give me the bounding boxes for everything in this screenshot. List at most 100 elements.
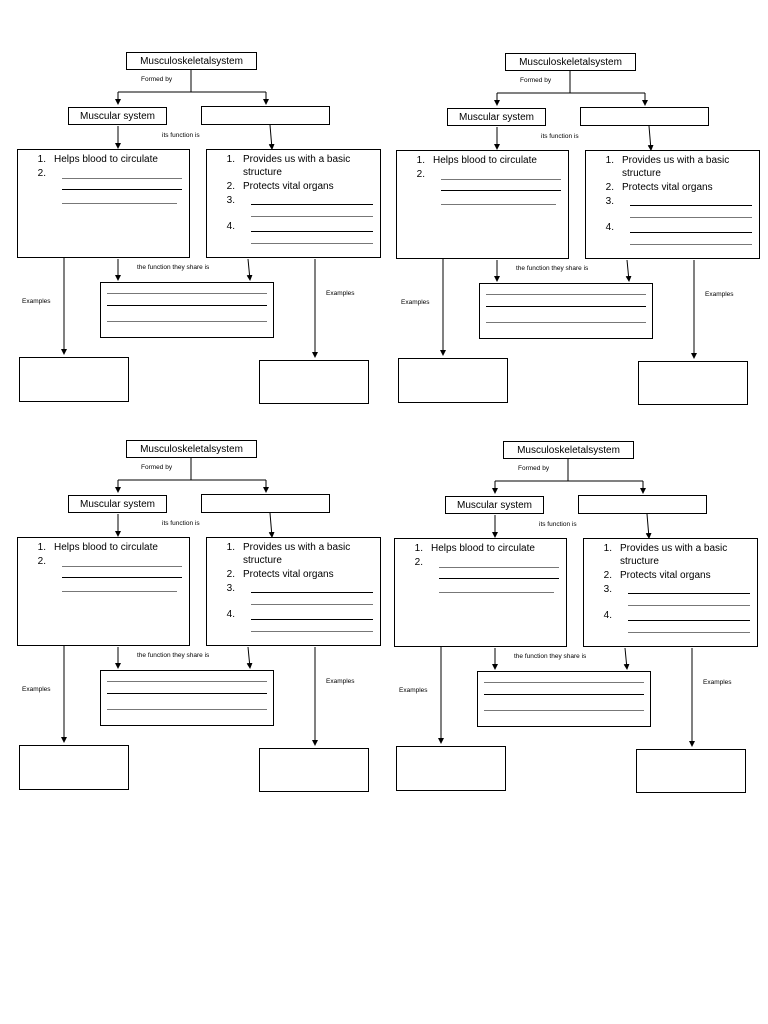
fill-in-line[interactable]	[62, 178, 182, 179]
fill-in-line[interactable]	[251, 631, 373, 632]
item-number: 1.	[226, 542, 235, 553]
item-number: 1.	[37, 542, 46, 553]
muscular-system-box: Muscular system	[68, 107, 167, 125]
fill-in-line[interactable]	[62, 189, 182, 190]
concept-map-4: Musculoskeletalsystem Formed by Muscular…	[377, 389, 761, 793]
second-system-blank-box[interactable]	[578, 495, 707, 514]
examples-label-right: Examples	[326, 290, 355, 297]
muscular-function-box: 1.Helps blood to circulate 2.	[17, 149, 190, 258]
fill-in-line[interactable]	[628, 632, 750, 633]
fill-in-line[interactable]	[484, 682, 644, 683]
fill-in-line[interactable]	[486, 306, 646, 307]
examples-box-left[interactable]	[19, 357, 129, 402]
examples-box-left[interactable]	[396, 746, 506, 791]
fill-in-line[interactable]	[251, 204, 373, 205]
root-box: Musculoskeletalsystem	[503, 441, 634, 459]
muscular-system-label: Muscular system	[79, 498, 155, 510]
examples-box-left[interactable]	[19, 745, 129, 790]
examples-box-right[interactable]	[259, 748, 369, 792]
examples-label-right: Examples	[703, 679, 732, 686]
fill-in-line[interactable]	[484, 710, 644, 711]
fill-in-line[interactable]	[107, 321, 267, 322]
shared-function-label: the function they share is	[514, 653, 587, 660]
examples-box-right[interactable]	[638, 361, 748, 405]
connector-arrows	[440, 71, 697, 359]
fill-in-line[interactable]	[107, 693, 267, 694]
fill-in-line[interactable]	[107, 305, 267, 306]
skeletal-function-3	[622, 195, 759, 208]
item-number: 4.	[603, 610, 612, 621]
fill-in-line[interactable]	[439, 592, 554, 593]
fill-in-line[interactable]	[441, 179, 561, 180]
fill-in-line[interactable]	[251, 592, 373, 593]
formed-by-label: Formed by	[518, 465, 550, 472]
fill-in-line[interactable]	[251, 231, 373, 232]
fill-in-line[interactable]	[484, 694, 644, 695]
fill-in-line[interactable]	[628, 593, 750, 594]
second-system-blank-box[interactable]	[580, 107, 709, 126]
fill-in-line[interactable]	[107, 293, 267, 294]
fill-in-line[interactable]	[486, 322, 646, 323]
examples-label-left: Examples	[401, 299, 430, 306]
second-system-blank-box[interactable]	[201, 106, 330, 125]
item-number: 3.	[226, 583, 235, 594]
skeletal-function-box: 1.Provides us with a basic structure 2.P…	[206, 149, 381, 258]
concept-map-1: Musculoskeletalsystem Formed by Muscular…	[0, 0, 384, 404]
item-number: 4.	[226, 609, 235, 620]
fill-in-line[interactable]	[62, 566, 182, 567]
skeletal-function-1: Provides us with a basic structure	[620, 543, 728, 567]
fill-in-line[interactable]	[251, 243, 373, 244]
item-number: 3.	[605, 196, 614, 207]
examples-label-right: Examples	[705, 291, 734, 298]
fill-in-line[interactable]	[251, 604, 373, 605]
second-system-blank-box[interactable]	[201, 494, 330, 513]
fill-in-line[interactable]	[62, 591, 177, 592]
fill-in-line[interactable]	[630, 217, 752, 218]
skeletal-function-2: Protects vital organs	[243, 569, 334, 580]
shared-function-box	[479, 283, 653, 339]
shared-function-label: the function they share is	[516, 265, 589, 272]
fill-in-line[interactable]	[628, 605, 750, 606]
root-box: Musculoskeletalsystem	[505, 53, 636, 71]
fill-in-line[interactable]	[628, 620, 750, 621]
fill-in-line[interactable]	[486, 294, 646, 295]
item-number: 2.	[37, 168, 46, 179]
fill-in-line[interactable]	[630, 232, 752, 233]
root-label: Musculoskeletalsystem	[140, 443, 243, 455]
examples-box-right[interactable]	[636, 749, 746, 793]
item-number: 2.	[416, 169, 425, 180]
fill-in-line[interactable]	[107, 709, 267, 710]
examples-label-right: Examples	[326, 678, 355, 685]
root-label: Musculoskeletalsystem	[140, 55, 243, 67]
examples-label-left: Examples	[399, 687, 428, 694]
fill-in-line[interactable]	[62, 203, 177, 204]
examples-box-left[interactable]	[398, 358, 508, 403]
item-number: 4.	[226, 221, 235, 232]
fill-in-line[interactable]	[441, 204, 556, 205]
its-function-label: its function is	[162, 132, 200, 139]
fill-in-line[interactable]	[62, 577, 182, 578]
shared-function-box	[100, 282, 274, 338]
fill-in-line[interactable]	[439, 567, 559, 568]
fill-in-line[interactable]	[439, 578, 559, 579]
item-number: 2.	[603, 570, 612, 581]
skeletal-function-2: Protects vital organs	[620, 570, 711, 581]
muscular-system-box: Muscular system	[447, 108, 546, 126]
fill-in-line[interactable]	[630, 244, 752, 245]
fill-in-line[interactable]	[251, 619, 373, 620]
item-number: 1.	[605, 155, 614, 166]
muscular-function-1: Helps blood to circulate	[433, 155, 537, 166]
muscular-function-1: Helps blood to circulate	[54, 542, 158, 553]
shared-function-label: the function they share is	[137, 264, 210, 271]
fill-in-line[interactable]	[107, 681, 267, 682]
item-number: 3.	[226, 195, 235, 206]
skeletal-function-3	[620, 583, 757, 596]
muscular-function-box: 1.Helps blood to circulate 2.	[17, 537, 190, 646]
fill-in-line[interactable]	[251, 216, 373, 217]
item-number: 2.	[226, 569, 235, 580]
fill-in-line[interactable]	[441, 190, 561, 191]
connector-arrows	[438, 459, 695, 747]
shared-function-label: the function they share is	[137, 652, 210, 659]
examples-box-right[interactable]	[259, 360, 369, 404]
fill-in-line[interactable]	[630, 205, 752, 206]
